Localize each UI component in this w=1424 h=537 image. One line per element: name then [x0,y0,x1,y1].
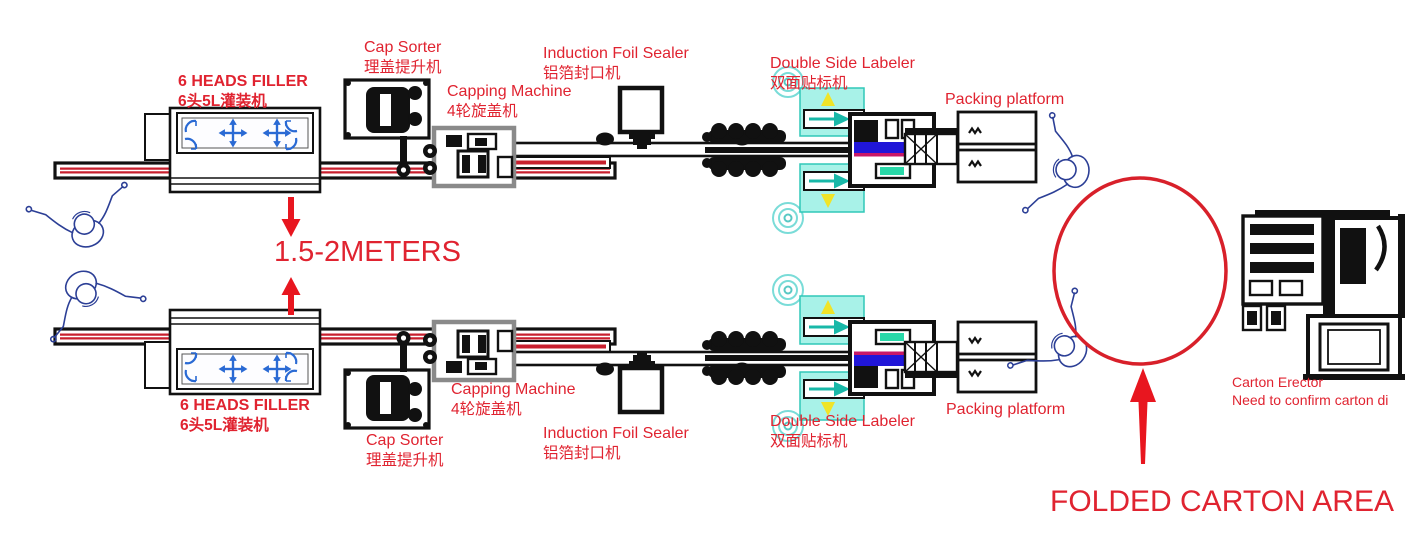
label-filler-top-en: 6 HEADS FILLER [178,73,308,90]
label-cap-sorter-bottom-zh: 理盖提升机 [366,452,444,469]
label-capping-bottom-en: Capping Machine [451,381,576,398]
label-foil-sealer-top: Induction Foil Sealer 铝箔封口机 [543,44,689,83]
label-foil-sealer-bottom: Induction Foil Sealer 铝箔封口机 [543,424,689,463]
label-cap-sorter-top: Cap Sorter 理盖提升机 [364,38,442,77]
line-spacing-arrows [281,197,301,315]
label-packing-top-en: Packing platform [945,91,1065,108]
label-labeler-top-en: Double Side Labeler [770,55,915,72]
label-capping-bottom-zh: 4轮旋盖机 [451,401,522,418]
foil-sealer-machine-top [620,88,662,149]
label-cap-sorter-bottom: Cap Sorter 理盖提升机 [366,431,444,470]
label-capping-bottom: Capping Machine 4轮旋盖机 [451,380,576,419]
label-filler-bottom: 6 HEADS FILLER 6头5L灌装机 [180,396,310,435]
label-folded-carton-area: FOLDED CARTON AREA [1050,485,1394,518]
label-line-spacing: 1.5-2METERS [274,236,461,268]
label-labeler-bottom-en: Double Side Labeler [770,413,915,430]
label-foil-sealer-top-zh: 铝箔封口机 [543,65,621,82]
label-labeler-top-zh: 双面贴标机 [770,75,848,92]
operator-figure [24,171,144,264]
label-foil-sealer-top-en: Induction Foil Sealer [543,45,689,62]
label-packing-bottom-en: Packing platform [946,401,1066,418]
label-filler-top-zh: 6头5L灌装机 [178,93,267,110]
label-capping-top: Capping Machine 4轮旋盖机 [447,82,572,121]
label-capping-top-zh: 4轮旋盖机 [447,103,518,120]
label-carton-erector-en: Carton Erector [1232,374,1324,390]
roller-conveyor-top [903,126,959,166]
label-filler-bottom-en: 6 HEADS FILLER [180,397,310,414]
roller-conveyor-bottom [903,340,959,380]
folded-carton-arrow [1130,368,1156,464]
label-cap-sorter-top-zh: 理盖提升机 [364,59,442,76]
label-labeler-top: Double Side Labeler 双面贴标机 [770,54,915,93]
capping-machine-bottom [423,322,514,380]
label-packing-top: Packing platform [945,90,1064,110]
capping-machine-top [423,128,514,186]
label-foil-sealer-bottom-zh: 铝箔封口机 [543,445,621,462]
filler-machine-bottom [145,310,320,394]
label-cap-sorter-top-en: Cap Sorter [364,39,442,56]
packing-platform-bottom [956,320,1038,394]
label-packing-bottom: Packing platform [946,400,1065,420]
label-labeler-bottom-zh: 双面贴标机 [770,433,848,450]
filler-machine-top [145,108,320,192]
folded-carton-area-circle [1052,176,1228,366]
label-carton-erector: Carton Erector Need to confirm carton di [1232,373,1388,409]
label-carton-erector-note: Need to confirm carton di [1232,392,1389,409]
label-foil-sealer-bottom-en: Induction Foil Sealer [543,425,689,442]
label-cap-sorter-bottom-en: Cap Sorter [366,432,444,449]
label-filler-top: 6 HEADS FILLER 6头5L灌装机 [178,72,308,111]
packing-platform-top [956,110,1038,184]
label-filler-bottom-zh: 6头5L灌装机 [180,417,269,434]
label-capping-top-en: Capping Machine [447,83,572,100]
carton-erector-machine [1241,210,1405,380]
label-labeler-bottom: Double Side Labeler 双面贴标机 [770,412,915,451]
